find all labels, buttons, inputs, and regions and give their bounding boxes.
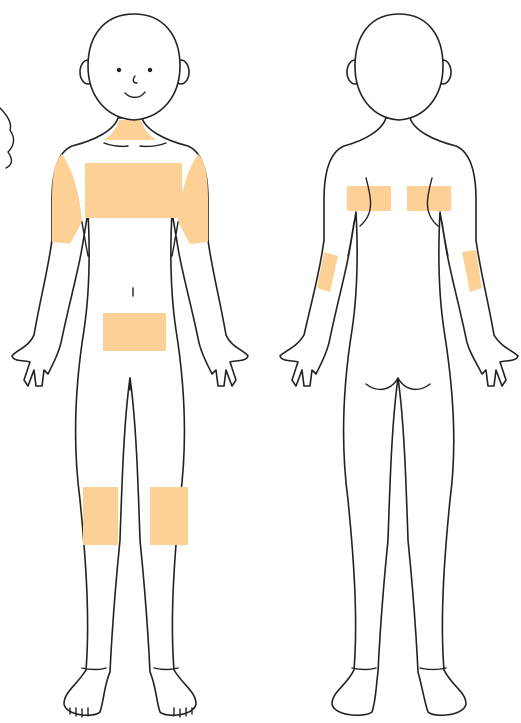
front-lower-abdomen-patch (103, 313, 166, 351)
front-left-eye (148, 68, 152, 72)
back-head (355, 14, 443, 120)
cropped-figure-fragment (0, 108, 14, 168)
front-right-eye (117, 68, 121, 72)
back-view-figure (280, 14, 518, 715)
front-view-figure (12, 14, 248, 717)
front-left-thigh-patch (150, 487, 188, 545)
front-upper-chest-patch (85, 163, 182, 218)
back-body-outline (280, 118, 518, 715)
front-right-thigh-patch (83, 487, 118, 545)
front-head (88, 14, 180, 120)
